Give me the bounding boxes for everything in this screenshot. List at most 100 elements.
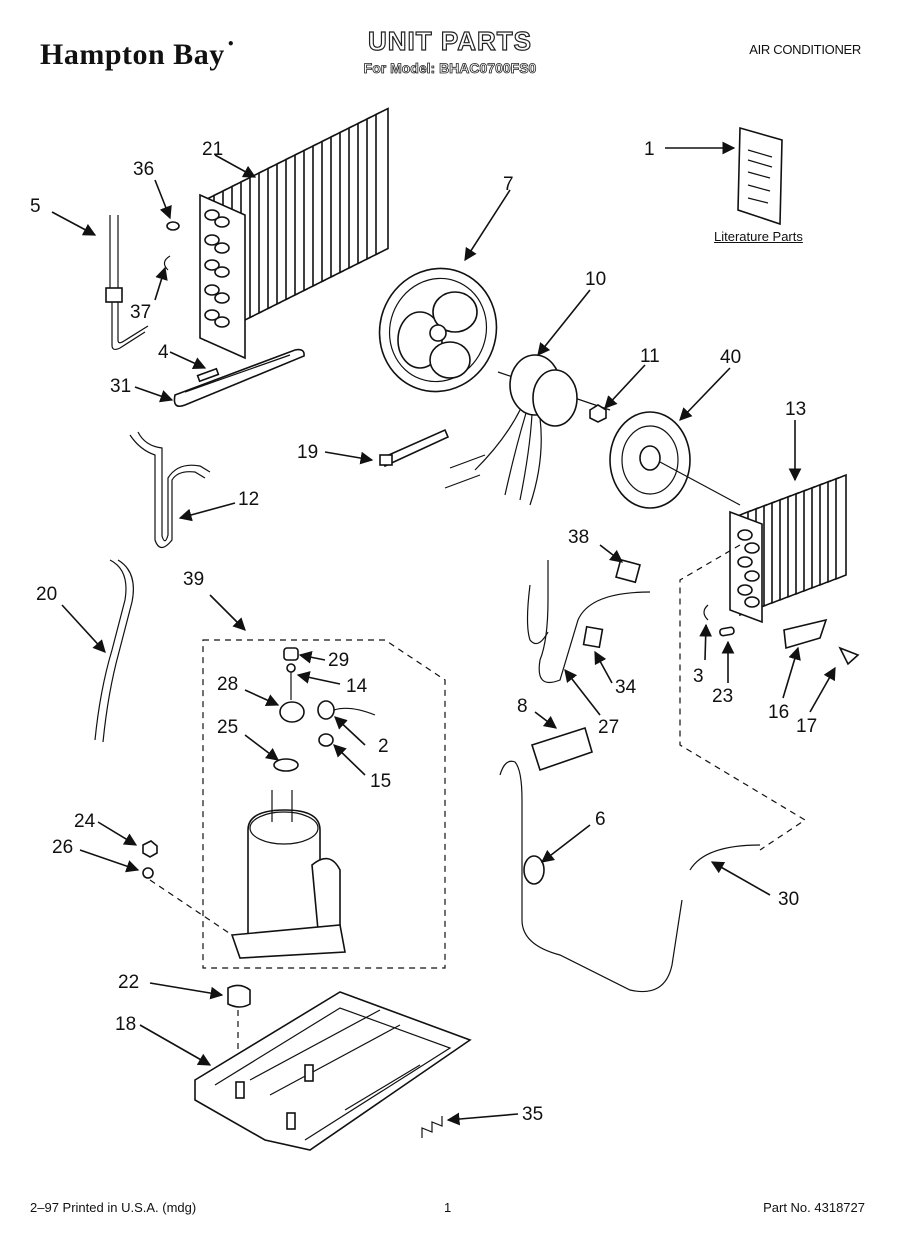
tube-part [129,434,206,549]
drain-tube [689,844,761,871]
washer-part [142,867,154,879]
callout-labels: 1 2 3 4 5 6 7 8 10 11 12 13 14 15 16 17 … [30,139,817,1125]
thermistor-part [783,618,828,650]
callout-7: 7 [503,174,514,195]
return-bend [744,570,760,582]
brand-name: Hampton Bay [40,38,225,71]
wire-harness [94,559,127,741]
page-title: UNIT PARTS [367,25,533,56]
callout-40: 40 [720,347,741,368]
model-number: For Model: BHAC0700FS0 [363,60,537,77]
foam-pad [530,726,593,772]
callout-15: 15 [370,771,391,792]
callout-14: 14 [346,676,368,697]
return-bend [214,242,230,254]
compressor-fittings [273,647,376,772]
refrigerant-path-outline [679,544,807,851]
nut-part [142,840,158,858]
callout-16: 16 [768,702,789,723]
callout-39: 39 [183,569,204,590]
leader-arrows [51,141,836,1126]
suction-tube [538,560,651,684]
page-number: 1 [444,1200,452,1215]
clip-part [421,1116,443,1138]
return-bend [204,284,220,296]
compressor-kit-outline [202,639,446,969]
callout-30: 30 [778,889,799,910]
condenser-coil [199,107,389,360]
callout-2: 2 [378,736,389,757]
return-bend [204,209,220,221]
callout-37: 37 [130,302,151,323]
return-bend [744,596,760,608]
callout-25b: 25 [217,717,238,738]
pad-part [615,558,641,584]
return-bend [214,292,230,304]
callout-10: 10 [585,269,606,290]
nut-part [589,404,607,423]
mount-line [149,879,233,936]
callout-31: 31 [110,376,131,397]
callout-24: 24 [74,811,96,832]
callout-4: 4 [158,342,169,363]
clip-part [703,604,709,621]
callout-34: 34 [615,677,637,698]
pad-part [582,625,604,649]
coil-fin [375,107,389,256]
heater-tube-assembly [173,348,305,408]
callout-28: 28 [217,674,238,695]
callout-5: 5 [30,196,41,217]
callout-18: 18 [115,1014,136,1035]
return-bend [744,542,760,554]
return-bend [204,259,220,271]
blower-wheel [609,411,741,509]
return-bend [204,234,220,246]
coil-fin [835,473,847,581]
fan-shroud [378,267,498,393]
callout-23: 23 [712,686,733,707]
callout-29: 29 [328,650,349,671]
callout-3: 3 [693,666,704,687]
clip-part [163,255,171,271]
callout-36: 36 [133,159,154,180]
capillary-loop [523,855,545,885]
base-pan [194,991,472,1151]
return-bend [737,529,753,541]
callout-17: 17 [796,716,817,737]
return-bend [214,316,230,328]
fan-motor [444,354,611,506]
callout-11: 11 [640,346,660,367]
print-info: 2–97 Printed in U.S.A. (mdg) [30,1200,197,1215]
wire-harness-inner [102,559,134,743]
capillary-tube [499,760,683,993]
registered-mark-icon: ● [227,38,235,49]
callout-12: 12 [238,489,259,510]
product-category: AIR CONDITIONER [749,42,861,57]
return-bend [204,309,220,321]
cable-tie [379,428,450,468]
sensor-clip [719,626,735,637]
callout-22: 22 [118,972,139,993]
literature-booklet [737,126,783,226]
clip-part [166,221,180,231]
callout-19: 19 [297,442,318,463]
compressor [230,790,346,959]
suction-tube-inner [526,584,549,645]
callout-27: 27 [598,717,619,738]
literature-parts-label: Literature Parts [714,229,803,244]
return-bend [737,556,753,568]
thermistor-tip [838,646,860,666]
capillary-tube-part [105,215,149,351]
callout-6: 6 [595,809,606,830]
callout-8: 8 [517,696,528,717]
callout-1: 1 [644,139,655,160]
brand-logo: Hampton Bay● [40,38,234,72]
grommet-part [227,984,251,1008]
tube-part-inner [137,431,211,542]
part-number: Part No. 4318727 [763,1200,865,1215]
callout-38: 38 [568,527,589,548]
callout-13: 13 [785,399,806,420]
return-bend [214,266,230,278]
callout-25: 26 [52,837,73,858]
